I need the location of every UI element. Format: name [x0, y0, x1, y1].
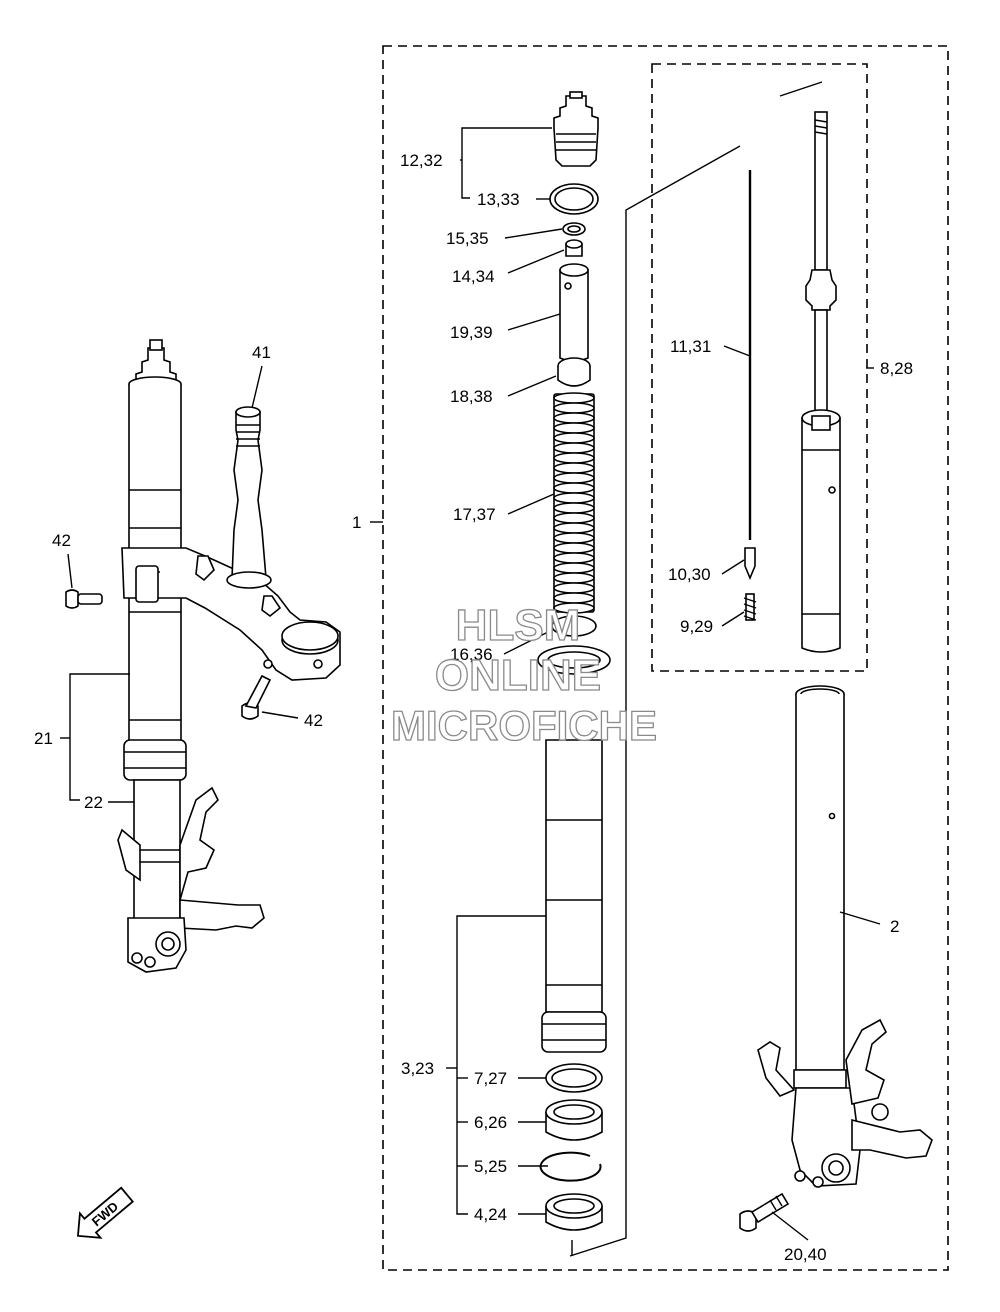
label-42-lower: 42	[304, 711, 323, 730]
label-8-28: 8,28	[880, 359, 913, 378]
label-22: 22	[84, 793, 103, 812]
spring-coil	[553, 502, 595, 514]
spring-coil	[553, 442, 595, 454]
watermark: HLSM ONLINE MICROFICHE	[390, 600, 657, 749]
fork-assembly-box	[382, 45, 949, 1271]
label-42-upper: 42	[52, 531, 71, 550]
spring-coil	[553, 512, 595, 524]
spring-coil	[553, 402, 595, 414]
watermark-line-2: ONLINE	[435, 651, 601, 700]
label-16-36: 16,36	[450, 645, 493, 664]
damper-rod-drawing	[739, 111, 933, 1232]
watermark-line-1: HLSM	[456, 601, 581, 650]
label-41: 41	[252, 343, 271, 362]
label-6-26: 6,26	[474, 1113, 507, 1132]
label-18-38: 18,38	[450, 387, 493, 406]
spring-coil	[553, 492, 595, 504]
spring-coil	[553, 462, 595, 474]
label-13-33: 13,33	[477, 190, 520, 209]
spring-coil	[553, 542, 595, 554]
spring-coil	[553, 572, 595, 584]
spring-coil	[553, 602, 595, 614]
spring-coil	[553, 582, 595, 594]
spring-coil	[553, 392, 595, 404]
spring-coil	[553, 432, 595, 444]
spring-coil	[553, 452, 595, 464]
label-10-30: 10,30	[668, 565, 711, 584]
label-9-29: 9,29	[680, 617, 713, 636]
spring-coil	[553, 532, 595, 544]
label-7-27: 7,27	[474, 1069, 507, 1088]
part-labels: 12,32 13,33 15,35 14,34 19,39 18,38 17,3…	[34, 151, 913, 1264]
label-3-23: 3,23	[401, 1059, 434, 1078]
label-19-39: 19,39	[450, 323, 493, 342]
assembled-fork-drawing	[65, 339, 341, 973]
label-1: 1	[352, 513, 361, 532]
label-12-32: 12,32	[400, 151, 443, 170]
label-4-24: 4,24	[474, 1205, 507, 1224]
spring-coil	[553, 412, 595, 424]
spring-coil	[553, 482, 595, 494]
label-2: 2	[890, 917, 899, 936]
spring-coil	[553, 522, 595, 534]
fork-spring	[553, 392, 595, 614]
spring-coil	[553, 552, 595, 564]
watermark-line-3: MICROFICHE	[391, 702, 657, 749]
label-15-35: 15,35	[446, 229, 489, 248]
label-17-37: 17,37	[453, 505, 496, 524]
label-11-31: 11,31	[670, 337, 711, 356]
label-20-40: 20,40	[784, 1245, 827, 1264]
spring-coil	[553, 422, 595, 434]
label-21: 21	[34, 729, 53, 748]
leader-lines	[60, 81, 881, 1241]
fwd-direction-badge: FWD	[76, 1186, 135, 1239]
spring-coil	[553, 472, 595, 484]
label-5-25: 5,25	[474, 1157, 507, 1176]
fork-internals-drawing	[537, 91, 741, 1257]
label-14-34: 14,34	[452, 267, 495, 286]
spring-coil	[553, 562, 595, 574]
